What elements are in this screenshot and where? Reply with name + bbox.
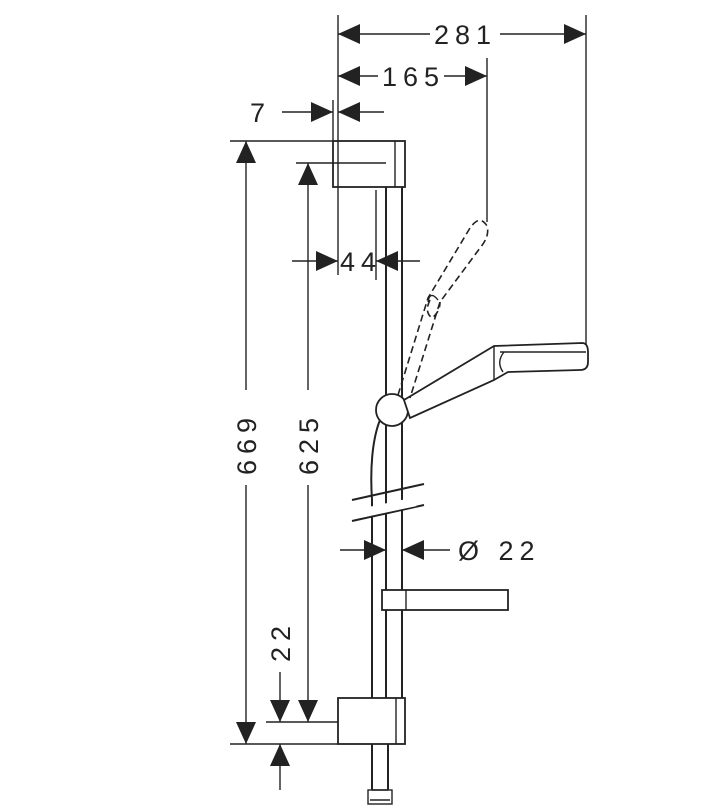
slider-knob [375,393,409,427]
dim-label-22-bracket: 22 [266,620,296,662]
soap-dish [381,589,509,611]
dim-label-281: 281 [434,20,497,50]
dim-label-diameter-22: Ø 22 [458,536,541,566]
shower-bar-assembly [332,140,589,805]
break-mark-upper [351,483,425,501]
bottom-wall-bracket [337,697,406,745]
dim-label-7: 7 [250,98,271,128]
hose [370,419,381,698]
dim-label-44: 44 [340,247,382,277]
dim-label-625: 625 [294,412,324,475]
dimension-lines [230,15,587,790]
dim-label-669: 669 [232,412,262,475]
dim-label-165: 165 [382,62,445,92]
hand-shower-alt-position [397,219,489,399]
top-wall-bracket [332,140,406,188]
break-mark-lower [351,504,425,522]
hand-shower [402,342,589,420]
